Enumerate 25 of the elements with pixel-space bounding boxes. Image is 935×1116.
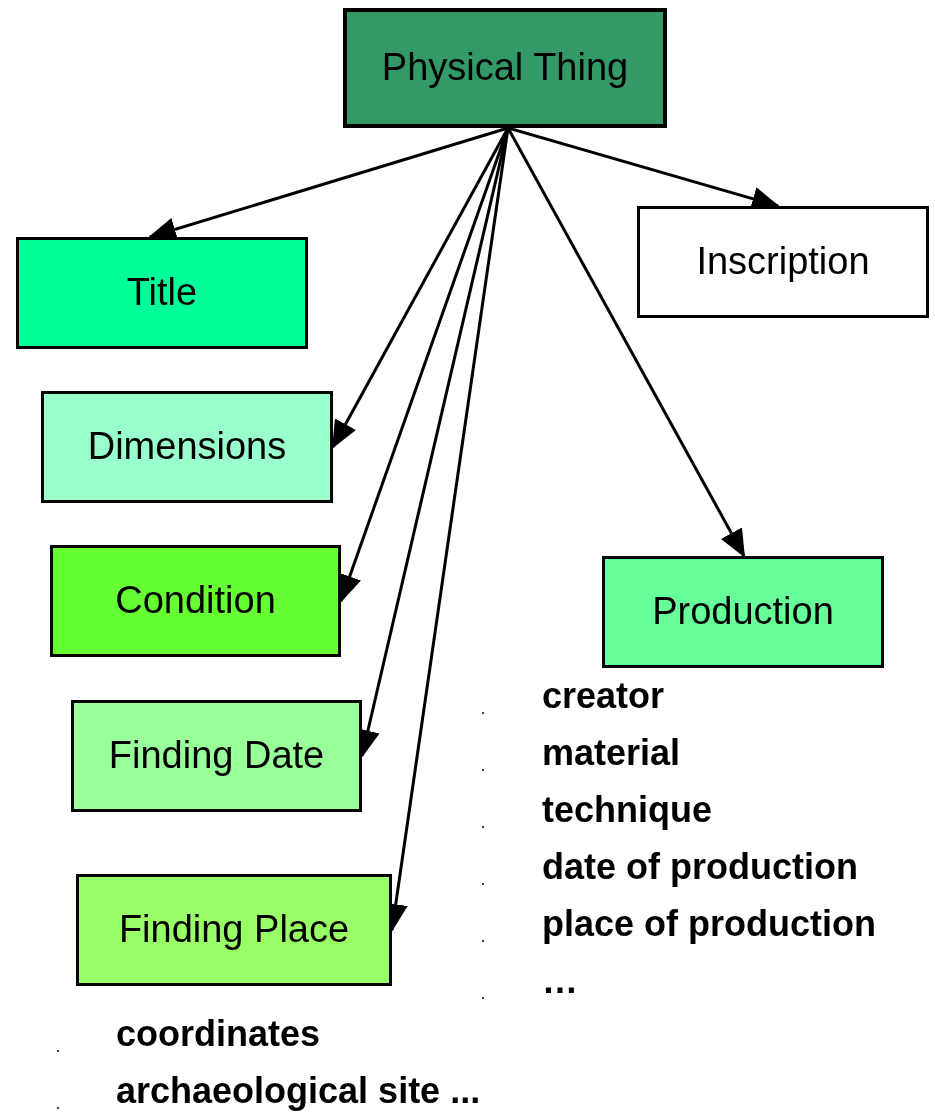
bullet-text: … — [542, 959, 578, 1003]
bullet-text: technique — [542, 788, 712, 832]
bullet-text: coordinates — [116, 1012, 321, 1056]
concept-box — [602, 556, 884, 668]
bullet-text: creator — [542, 674, 665, 718]
bullet-text: date of production — [542, 845, 858, 889]
box-label: Physical Thing — [381, 45, 629, 91]
concept-box — [71, 700, 362, 812]
box-label: Condition — [115, 578, 276, 624]
box-label: Finding Place — [118, 907, 350, 953]
box-label: Title — [126, 270, 198, 316]
concept-box — [637, 206, 929, 318]
box-label: Production — [652, 589, 834, 635]
box-label: Dimensions — [87, 424, 287, 470]
bullet-text: material — [542, 731, 681, 775]
bullet-text: archaeological site ... — [116, 1069, 481, 1113]
box-label: Inscription — [696, 239, 870, 285]
bullet-text: place of production — [542, 902, 876, 946]
concept-box — [343, 8, 667, 128]
concept-box — [50, 545, 341, 657]
box-label: Finding Date — [108, 733, 325, 779]
arrow — [506, 127, 746, 558]
concept-box — [41, 391, 333, 503]
concept-box — [76, 874, 392, 986]
concept-box — [16, 237, 308, 349]
